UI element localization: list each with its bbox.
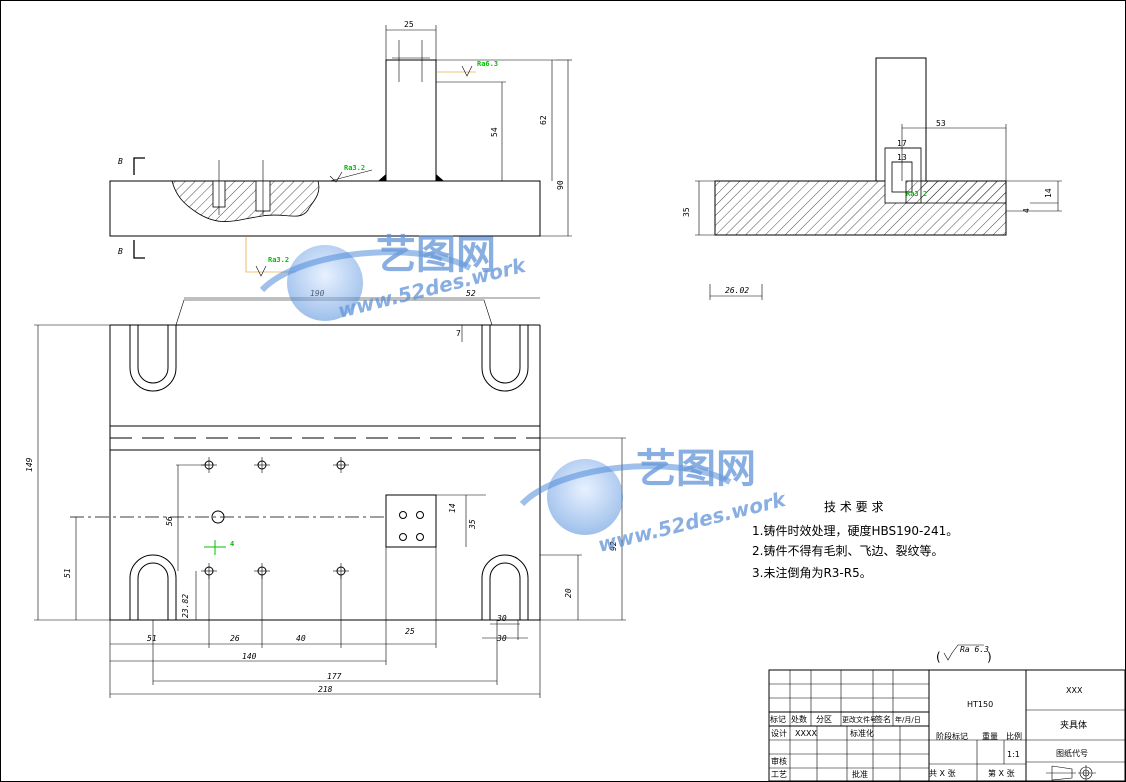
dim-25: 25 <box>404 20 414 29</box>
plan-view: 4 190 52 7 149 51 56 14 35 92 20 23 <box>25 289 626 698</box>
tb-company: XXX <box>1066 686 1083 695</box>
dim-40: 40 <box>296 634 306 643</box>
tech-requirements: 技 术 要 求 1.铸件时效处理，硬度HBS190-241。 2.铸件不得有毛刺… <box>752 500 958 580</box>
tb-scale: 1:1 <box>1007 750 1020 759</box>
tb-h-fenqu: 分区 <box>816 715 832 724</box>
tb-h-biaoji: 标记 <box>770 714 786 724</box>
watermark-brand-1: 艺图网 <box>376 232 496 278</box>
dim-35-plan: 35 <box>468 519 477 530</box>
tech-req-title: 技 术 要 求 <box>824 500 883 514</box>
dim-140: 140 <box>242 652 257 661</box>
dim-30-a: 30 <box>496 614 507 623</box>
dim-13: 13 <box>897 153 907 162</box>
tech-req-item-1: 1.铸件时效处理，硬度HBS190-241。 <box>752 523 958 538</box>
tech-req-item-2: 2.铸件不得有毛刺、飞边、裂纹等。 <box>752 543 943 558</box>
dim-90: 90 <box>556 180 565 190</box>
roughness-note-value: Ra 6.3 <box>960 645 989 654</box>
tb-standardize: 标准化 <box>850 728 874 738</box>
title-block: HT150 XXX 夹具体 图纸代号 1:1 标记 处数 分区 更改文件号 签名… <box>768 669 1126 782</box>
roughness-slot: Ra3.2 <box>906 190 927 198</box>
dim-35: 35 <box>682 207 691 217</box>
dim-218: 218 <box>318 685 333 694</box>
tb-h-qianming: 签名 <box>875 714 891 724</box>
tb-review: 审核 <box>771 756 787 766</box>
dim-4: 4 <box>1022 208 1031 213</box>
section-mark-top: B <box>118 157 123 166</box>
dim-177: 177 <box>327 672 342 681</box>
tb-design: 设计 <box>771 728 787 738</box>
section-mark-bottom: B <box>118 247 123 256</box>
dim-26: 26 <box>230 634 240 643</box>
dim-20-vertical: 20 <box>564 588 573 598</box>
general-roughness-note: ( Ra 6.3 ) <box>936 644 992 664</box>
tb-drawing-no: 图纸代号 <box>1056 748 1088 758</box>
roughness-post: Ra6.3 <box>477 60 498 68</box>
dim-51-horizontal: 51 <box>147 634 157 643</box>
tb-h-chushu: 处数 <box>791 714 807 724</box>
tb-weight: 重量 <box>982 731 998 741</box>
tb-total-sheets: 共 X 张 <box>929 769 956 778</box>
watermark-1: 艺图网 www.52des.work <box>259 232 529 323</box>
tech-req-item-3: 3.未注倒角为R3-R5。 <box>752 565 872 580</box>
svg-text:): ) <box>987 650 992 664</box>
dim-56: 56 <box>165 516 174 526</box>
svg-text:(: ( <box>936 650 941 664</box>
dim-17: 17 <box>897 139 907 148</box>
side-view: 53 17 13 Ra3.2 35 14 4 26.02 <box>682 57 1062 300</box>
dim-54: 54 <box>490 127 499 137</box>
dim-14-plan: 14 <box>448 503 457 513</box>
dim-51-vertical: 51 <box>63 568 72 578</box>
tb-approve: 批准 <box>852 769 868 779</box>
tb-stage-mark: 阶段标记 <box>936 731 968 741</box>
watermark-globe-icon-2 <box>547 459 623 535</box>
dim-149: 149 <box>25 457 34 472</box>
watermark-2: 艺图网 www.52des.work <box>519 446 789 557</box>
dim-4-ref: 4 <box>230 540 234 548</box>
projection-symbol-icon <box>1046 765 1096 781</box>
front-view: B B 25 Ra6.3 54 62 90 Ra3.2 Ra3.2 <box>109 20 572 277</box>
dim-62: 62 <box>539 115 548 125</box>
tb-sheet-no: 第 X 张 <box>988 768 1015 778</box>
tb-h-date: 年/月/日 <box>895 715 921 724</box>
dim-52: 52 <box>466 289 476 298</box>
tb-material: HT150 <box>967 700 993 709</box>
tb-ratio: 比例 <box>1006 731 1022 741</box>
dim-26-02: 26.02 <box>725 286 749 295</box>
dim-92: 92 <box>609 541 618 551</box>
dim-30-b: 30 <box>496 634 507 643</box>
dim-25-plan: 25 <box>405 627 415 636</box>
tb-part-name: 夹具体 <box>1060 719 1087 731</box>
dim-53: 53 <box>936 119 946 128</box>
watermark-globe-icon <box>287 245 363 321</box>
dim-14: 14 <box>1044 188 1053 198</box>
tb-designer: XXXX <box>795 729 817 738</box>
dim-23-82: 23.82 <box>181 594 190 618</box>
tb-h-gengai: 更改文件号 <box>842 715 877 724</box>
tb-process: 工艺 <box>771 770 787 779</box>
roughness-bottom: Ra3.2 <box>268 256 289 264</box>
dim-7: 7 <box>456 329 461 338</box>
watermark-brand-2: 艺图网 <box>636 446 756 492</box>
roughness-top: Ra3.2 <box>344 164 365 172</box>
